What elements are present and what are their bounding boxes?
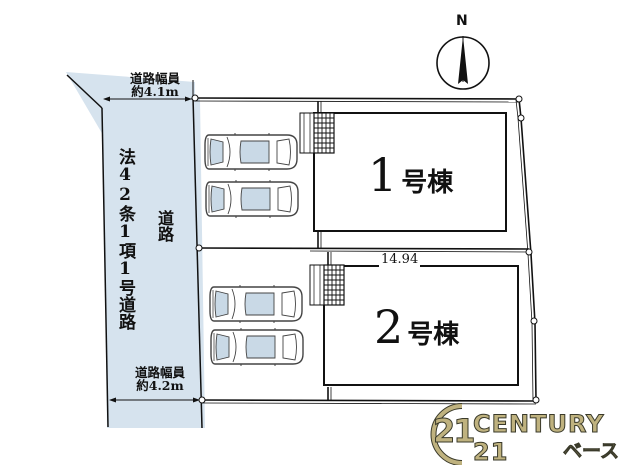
road-edge-right	[192, 96, 203, 429]
car-lot1-a	[204, 132, 298, 172]
road-classification-label: 法42条1項1号道路	[115, 148, 135, 330]
car-lot2-b	[210, 327, 304, 367]
building-1-footprint	[313, 112, 507, 232]
boundary-markers	[191, 94, 540, 404]
road-area	[66, 72, 205, 428]
building-2-number: 2	[374, 300, 404, 354]
building-1-number: 1	[368, 148, 398, 202]
logo-branch-name: ベース	[563, 440, 620, 463]
century21-logo-mark	[430, 403, 463, 465]
road-type-label: 道路	[155, 210, 174, 242]
road-width-bottom-label: 道路幅員 約4.2m	[120, 366, 200, 392]
building-1-suffix: 号棟	[401, 168, 454, 198]
road-width-bottom-value: 約4.2m	[136, 378, 184, 394]
road-edge-left	[101, 107, 109, 428]
road-width-bottom-title: 道路幅員	[134, 365, 185, 380]
car-lot1-b	[205, 179, 299, 219]
road-width-top-value: 約4.1m	[131, 84, 179, 100]
logo-brand-name: CENTURY 21	[473, 410, 605, 466]
entrance-porch-1	[299, 112, 335, 154]
building-2-footprint	[323, 265, 519, 386]
north-arrow-icon	[436, 36, 490, 90]
road-edge-diagonal	[66, 74, 103, 109]
road-width-top-title: 道路幅員	[129, 71, 180, 86]
building-2-suffix: 号棟	[407, 320, 460, 350]
entrance-porch-2	[309, 264, 345, 306]
road-width-top-label: 道路幅員 約4.1m	[115, 72, 195, 98]
north-label: N	[456, 13, 468, 29]
century21-logo: 21 CENTURY 21 ベース	[425, 400, 620, 466]
dimension-label: 14.94	[379, 252, 421, 267]
logo-mark-number: 21	[433, 412, 476, 451]
car-lot2-a	[209, 284, 303, 324]
